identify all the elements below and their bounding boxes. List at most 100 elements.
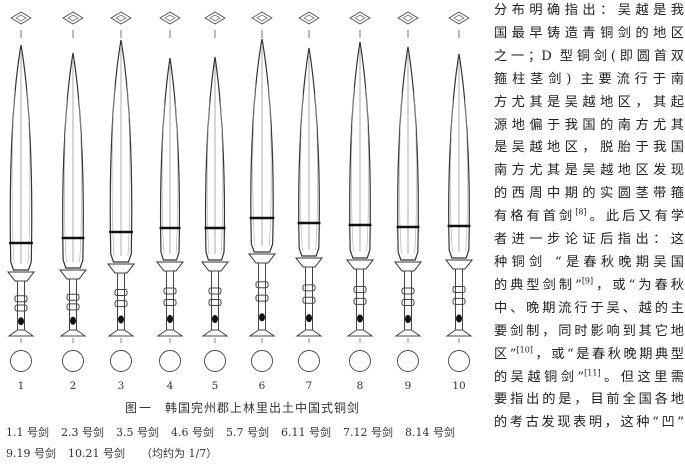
hilt-ring	[14, 304, 28, 312]
text-line: 南方尤其是吴越地区发现	[494, 163, 684, 179]
cross-section-circle	[159, 350, 181, 372]
cross-section-diamond	[10, 11, 32, 25]
guard	[6, 271, 36, 282]
hilt-ring	[114, 300, 128, 308]
hilt-ring	[302, 296, 316, 304]
hilt-ring	[401, 287, 415, 295]
text-line: 分布明确指出：吴越是我	[494, 3, 684, 18]
cross-section-circle	[448, 350, 470, 372]
text-line: 者进一步论证后指出：这	[494, 232, 684, 248]
hilt-ring	[66, 293, 80, 301]
legend-item: 3.5 号剑	[116, 426, 159, 439]
cross-section-diamond	[397, 11, 419, 25]
pommel	[156, 329, 184, 337]
cross-section-circle	[110, 350, 132, 372]
hilt-ring	[452, 297, 466, 305]
guard	[58, 269, 88, 280]
hilt-ring	[302, 284, 316, 292]
sword-drawing	[345, 11, 375, 372]
pommel	[394, 329, 422, 337]
sword-number-label: 5	[212, 380, 219, 392]
sword-drawing	[106, 11, 136, 372]
legend-item: 4.6 号剑	[171, 426, 214, 439]
text-line: 区”[10]，或“是春秋晚期典型	[494, 345, 684, 362]
blade	[349, 41, 371, 259]
blade	[250, 38, 274, 253]
hilt-ring	[114, 289, 128, 297]
guard	[393, 261, 423, 272]
text-line: 是吴越地区，脱胎于我国	[494, 140, 684, 156]
pommel	[107, 329, 135, 337]
sword-number-label: 4	[167, 380, 174, 392]
cross-section-diamond	[204, 11, 226, 25]
sword-drawing	[200, 11, 230, 372]
text-line: 之一；D 型铜剑(即圆首双	[494, 48, 684, 64]
text-line: 箍柱茎剑) 主要流行于南	[494, 71, 684, 87]
sword-number-label: 9	[405, 380, 412, 392]
sword-drawing	[247, 11, 277, 372]
legend-item: 2.3 号剑	[61, 426, 104, 439]
sword-drawing	[6, 11, 36, 372]
hilt-ring	[255, 281, 269, 289]
text-line: 要剑制，同时影响到其它地	[494, 323, 684, 339]
cross-section-circle	[251, 350, 273, 372]
citation-ref: [11]	[584, 368, 601, 378]
cross-section-diamond	[251, 11, 273, 25]
cross-section-diamond	[298, 11, 320, 25]
legend-item: 9.19 号剑	[6, 447, 56, 460]
hilt-ring	[255, 294, 269, 302]
guard	[106, 263, 136, 274]
hilt-ring	[66, 303, 80, 311]
pommel	[445, 329, 473, 337]
figure-caption: 图一韩国完州郡上林里出土中国式铜剑	[0, 399, 485, 416]
legend-item: 7.12 号剑	[343, 426, 393, 439]
text-line: 要指出的是，目前全国各地	[494, 392, 684, 408]
citation-ref: [8]	[575, 207, 587, 217]
hilt-ring	[401, 299, 415, 306]
sword-number-label: 10	[452, 380, 465, 392]
text-line: 的西周中期的实圆茎带箍	[494, 186, 684, 202]
legend-item: 5.7 号剑	[226, 426, 269, 439]
text-line: 国最早铸造青铜剑的地区	[494, 25, 684, 41]
cross-section-diamond	[448, 11, 470, 25]
cross-section-circle	[10, 350, 32, 372]
guard	[444, 259, 474, 270]
cross-section-diamond	[349, 11, 371, 25]
cross-section-circle	[397, 350, 419, 372]
sword-number-label: 2	[70, 380, 77, 392]
sword-drawing	[444, 11, 474, 372]
scale-note: （均约为 1/7）	[141, 447, 218, 460]
figure-legend: 1.1 号剑 2.3 号剑 3.5 号剑 4.6 号剑 5.7 号剑 6.11 号剑 7.1…	[6, 422, 484, 464]
pommel	[59, 329, 87, 337]
figure-number: 图一	[124, 401, 153, 415]
guard	[200, 261, 230, 272]
sword-drawing	[294, 11, 324, 372]
guard	[294, 257, 324, 268]
blade	[109, 39, 133, 263]
hilt-ring	[353, 285, 367, 293]
hilt-ring	[353, 297, 367, 305]
legend-item: 6.11 号剑	[281, 426, 331, 439]
cross-section-diamond	[159, 11, 181, 25]
hilt-ring	[452, 285, 466, 293]
hilt-ring	[14, 295, 28, 303]
sword-number-label: 1	[18, 380, 25, 392]
sword-number-label: 6	[259, 380, 266, 392]
sword-drawing	[393, 11, 423, 372]
cross-section-circle	[298, 350, 320, 372]
cross-section-circle	[62, 350, 84, 372]
citation-ref: [10]	[516, 345, 533, 355]
guard	[345, 259, 375, 270]
text-line: 的吴越铜剑”[11]。但这里需	[494, 368, 684, 385]
guard	[247, 253, 277, 264]
legend-item: 1.1 号剑	[6, 426, 49, 439]
hilt-ring	[208, 299, 222, 306]
pommel	[7, 329, 35, 337]
pommel	[248, 329, 276, 337]
blade	[9, 44, 33, 271]
sword-number-label: 7	[306, 380, 313, 392]
text-line: 的考古发现表明，这种“凹”	[494, 415, 684, 431]
text-line: 种铜剑 “是春秋晚期吴国	[494, 254, 684, 270]
pommel	[295, 329, 323, 337]
